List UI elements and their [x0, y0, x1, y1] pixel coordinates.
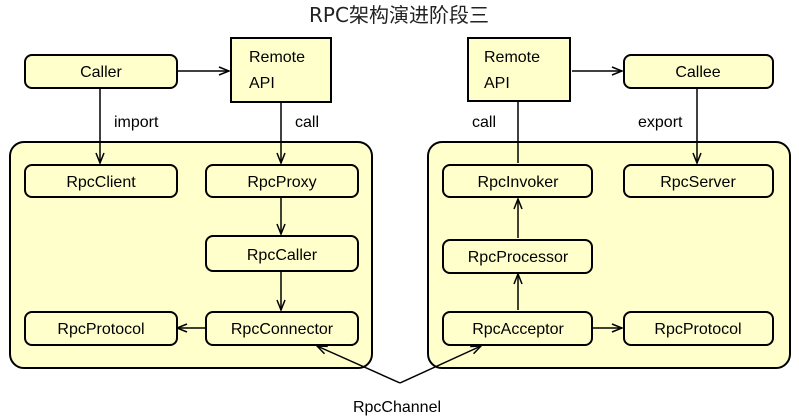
rpcacceptor-label: RpcAcceptor — [472, 321, 564, 338]
rpccaller-label: RpcCaller — [247, 247, 318, 264]
remote-api-right-node: Remote API — [467, 37, 571, 102]
rpcproxy-node: RpcProxy — [205, 164, 359, 198]
rpcprotocol-right-label: RpcProtocol — [654, 321, 741, 338]
rpccaller-node: RpcCaller — [205, 235, 359, 272]
rpcacceptor-node: RpcAcceptor — [442, 311, 593, 346]
rpcprotocol-left-node: RpcProtocol — [24, 311, 178, 346]
call-label-right: call — [472, 114, 496, 131]
edge-channel-rpcacceptor — [399, 346, 481, 384]
rpcinvoker-node: RpcInvoker — [442, 164, 593, 198]
rpcinvoker-label: RpcInvoker — [478, 174, 560, 191]
rpcprocessor-node: RpcProcessor — [442, 239, 593, 274]
rpcproxy-label: RpcProxy — [247, 174, 316, 191]
rpc-channel-label: RpcChannel — [353, 399, 441, 416]
caller-node: Caller — [24, 54, 178, 89]
rpcconnector-node: RpcConnector — [205, 311, 359, 346]
rpcprocessor-label: RpcProcessor — [468, 249, 569, 266]
remote-api-left-node: Remote API — [230, 37, 332, 103]
caller-label: Caller — [80, 64, 122, 81]
call-label-left: call — [295, 114, 319, 131]
export-label: export — [638, 114, 683, 131]
callee-label: Callee — [675, 64, 720, 81]
edge-channel-rpcconnector — [317, 346, 401, 384]
remote-api-right-label-line2: API — [484, 75, 510, 92]
import-label: import — [114, 114, 159, 131]
rpcconnector-label: RpcConnector — [231, 321, 334, 338]
remote-api-left-label-line2: API — [249, 75, 275, 92]
rpcserver-node: RpcServer — [623, 164, 774, 198]
remote-api-right-label-line1: Remote — [484, 49, 540, 66]
rpcclient-node: RpcClient — [24, 164, 178, 198]
rpcprotocol-right-node: RpcProtocol — [623, 311, 774, 346]
rpcclient-label: RpcClient — [66, 174, 136, 191]
remote-api-left-label-line1: Remote — [249, 49, 305, 66]
rpcprotocol-left-label: RpcProtocol — [57, 321, 144, 338]
diagram-title: RPC架构演进阶段三 — [309, 3, 489, 27]
callee-node: Callee — [623, 54, 774, 89]
rpcserver-label: RpcServer — [660, 174, 736, 191]
